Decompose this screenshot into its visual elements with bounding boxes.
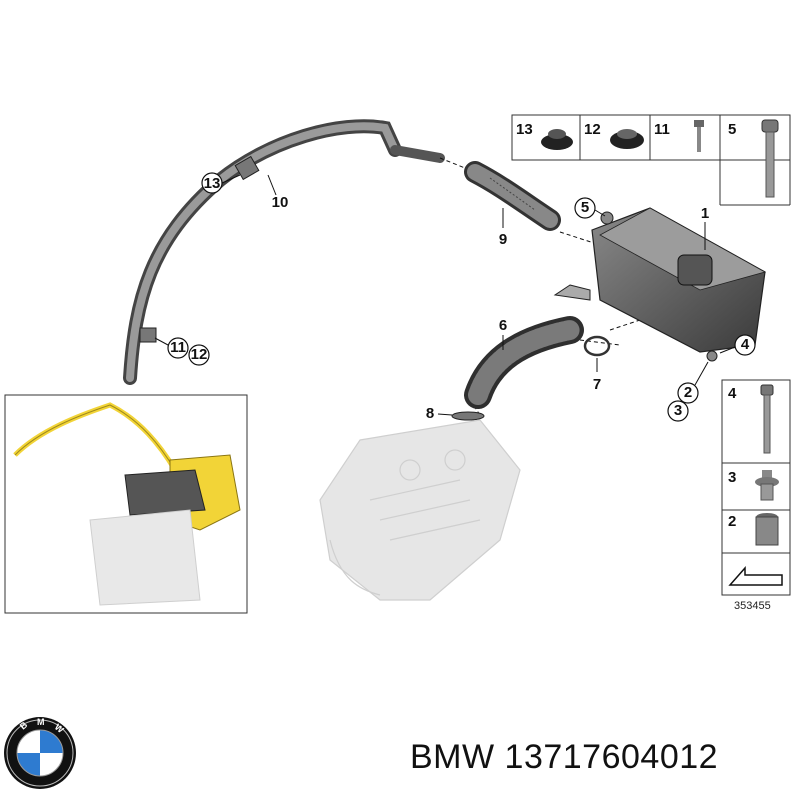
grommet-12-icon xyxy=(610,129,644,149)
callout-6: 6 xyxy=(499,317,507,350)
legend-13-label: 13 xyxy=(516,121,533,138)
callout-9-label: 9 xyxy=(499,231,507,248)
callout-13-label: 13 xyxy=(204,175,221,192)
callout-10: 10 xyxy=(267,174,289,211)
callout-5-label: 5 xyxy=(581,199,589,216)
callout-12-label: 12 xyxy=(191,346,208,363)
bolt-4-icon xyxy=(760,384,774,454)
resonator-part-1 xyxy=(553,207,767,362)
callout-13: 13 xyxy=(201,172,241,194)
callout-3-label: 3 xyxy=(674,402,682,419)
callout-9: 9 xyxy=(499,208,507,248)
legend-2-label: 2 xyxy=(728,513,736,530)
intake-manifold-ghost xyxy=(319,419,521,601)
callout-2: 2 xyxy=(677,361,709,404)
callout-6-label: 6 xyxy=(499,317,507,334)
direction-arrow-icon xyxy=(728,566,783,586)
legend-top: 13 12 11 5 xyxy=(511,114,791,206)
bolt-5-icon xyxy=(761,119,779,198)
overview-thumbnail xyxy=(13,402,241,606)
insert-nut-2-icon xyxy=(755,513,779,546)
callout-7: 7 xyxy=(593,358,601,393)
callout-7-label: 7 xyxy=(593,376,601,393)
footer-part-title: BMW 13717604012 xyxy=(410,738,795,788)
grommet-13-icon xyxy=(541,129,573,150)
legend-5-label: 5 xyxy=(728,121,736,138)
callout-11-label: 11 xyxy=(170,339,186,356)
clamp-part-7 xyxy=(583,335,611,357)
callout-8-label: 8 xyxy=(426,405,434,422)
legend-11-label: 11 xyxy=(654,121,670,138)
legend-12-label: 12 xyxy=(584,121,601,138)
brand-name: BMW xyxy=(410,738,495,776)
bmw-logo: B M W xyxy=(4,717,76,789)
svg-text:B: B xyxy=(18,719,30,731)
reference-code: 353455 xyxy=(734,600,771,612)
nut-3-icon xyxy=(755,470,779,501)
callout-2-label: 2 xyxy=(684,384,692,401)
svg-text:M: M xyxy=(37,717,45,727)
screw-11-icon xyxy=(694,120,704,152)
callout-1: 1 xyxy=(701,205,709,250)
legend-4-label: 4 xyxy=(728,385,737,402)
legend-3-label: 3 xyxy=(728,469,736,486)
callout-10-label: 10 xyxy=(272,194,289,211)
callout-11-12: 11 12 xyxy=(154,337,210,366)
hose-part-9 xyxy=(464,161,561,231)
callout-4: 4 xyxy=(719,334,756,356)
callout-4-label: 4 xyxy=(741,336,750,353)
callout-8: 8 xyxy=(426,405,453,422)
legend-side: 4 3 2 xyxy=(721,379,791,596)
callout-1-label: 1 xyxy=(701,205,709,222)
hose-part-6 xyxy=(464,316,584,409)
gasket-part-8 xyxy=(451,411,485,421)
callout-3: 3 xyxy=(667,400,689,422)
part-number: 13717604012 xyxy=(504,738,719,776)
callout-5: 5 xyxy=(574,197,606,219)
